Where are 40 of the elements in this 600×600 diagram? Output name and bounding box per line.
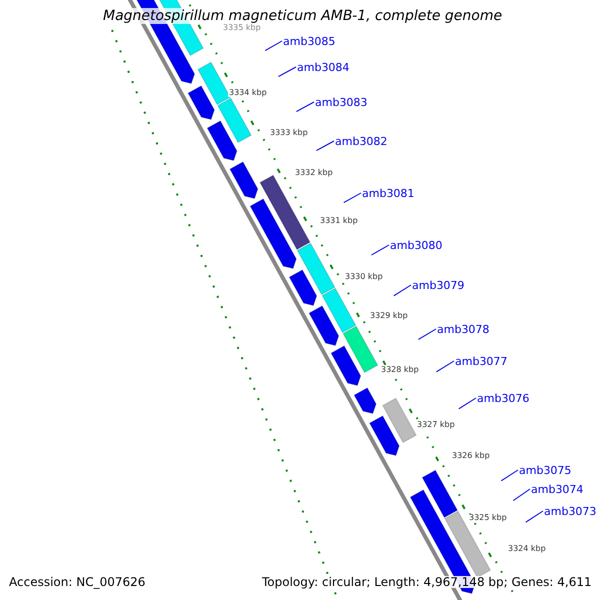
gene-label: amb3073 [544,506,596,517]
leader-line [458,398,476,410]
gene-label: amb3084 [297,62,350,73]
leader-line [500,470,518,482]
gene-label: amb3083 [315,97,368,108]
genome-info-text: Topology: circular; Length: 4,967,148 bp; Genes: 4,611 [262,576,592,588]
leader-line [512,488,530,502]
leader-line [436,360,454,372]
kbp-label: 3330 kbp [344,273,384,281]
kbp-label: 3325 kbp [468,514,508,522]
kbp-label: 3326 kbp [451,452,491,460]
kbp-label: 3334 kbp [228,89,268,97]
kbp-label: 3329 kbp [369,312,409,320]
leader-line [316,140,334,152]
gene-label: amb3077 [455,356,508,367]
leader-line [393,284,412,296]
gene-label: amb3076 [477,393,530,404]
gene-label: amb3082 [335,136,388,147]
gene-label: amb3079 [412,280,464,291]
gene-label: amb3075 [519,465,572,476]
gene-label: amb3080 [390,240,442,251]
kbp-label: 3328 kbp [380,366,420,374]
kbp-label: 3324 kbp [507,545,547,553]
leader-line [264,40,282,52]
kbp-label: 3331 kbp [319,217,359,225]
gene-label: amb3081 [362,188,414,199]
kbp-label: 3332 kbp [294,169,334,177]
leader-line [343,192,362,204]
leader-line [525,510,544,523]
leader-line [370,244,390,256]
leader-line [418,328,436,340]
kbp-label: 3335 kbp [222,24,262,32]
leader-line [296,102,314,112]
gene-label: amb3078 [437,324,490,335]
accession-text: Accession: NC_007626 [9,576,146,588]
gene-label: amb3074 [531,484,584,495]
kbp-label: 3333 kbp [269,129,309,137]
gene-label: amb3085 [283,36,336,47]
leader-line [278,66,296,78]
kbp-label: 3327 kbp [416,421,456,429]
